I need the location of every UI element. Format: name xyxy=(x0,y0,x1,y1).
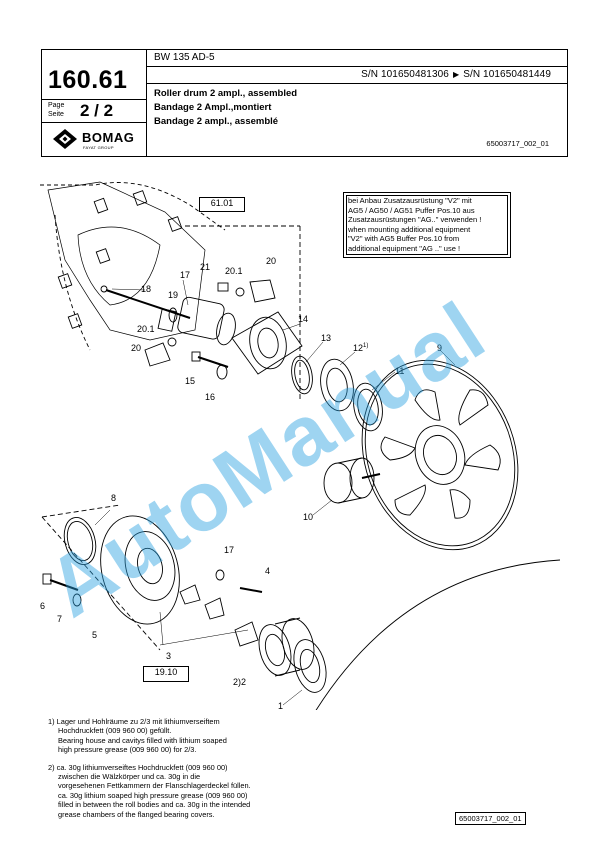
ref-bottom-label: 19.10 xyxy=(154,667,178,677)
footnotes: 1) Lager und Hohlräume zu 2/3 mit lithiu… xyxy=(48,717,378,821)
arrow-right-icon: ▶ xyxy=(452,70,460,79)
page-of: 2 / 2 xyxy=(80,101,114,120)
note-2-de-cont2: vorgesehenen Fettkammern der Flanschlage… xyxy=(58,781,251,791)
callout-8: 8 xyxy=(111,493,117,503)
title-fr: Bandage 2 ampl., assemblé xyxy=(154,116,279,127)
callout-16: 16 xyxy=(205,392,216,402)
callout-12-footnote: 1) xyxy=(363,343,369,349)
callout-12-number: 12 xyxy=(353,343,364,353)
callout-3: 3 xyxy=(166,651,172,661)
note-line: when mounting additional equipment xyxy=(348,224,471,234)
note-1-de-cont: Hochdruckfett (009 960 00) gefüllt. xyxy=(58,726,172,736)
callout-12: 121) xyxy=(353,343,368,353)
callout-20-1-top: 20.1 xyxy=(225,266,243,276)
header-rule xyxy=(42,122,146,123)
callout-17-lower: 17 xyxy=(224,545,235,555)
callout-6: 6 xyxy=(40,601,46,611)
callout-2: 2)2 xyxy=(233,677,247,687)
callout-20-1-left: 20.1 xyxy=(137,324,155,334)
callout-13: 13 xyxy=(321,333,332,343)
bomag-logo: BOMAG FAYAT GROUP xyxy=(52,128,142,152)
callout-20-top: 20 xyxy=(266,256,277,266)
ref-box-top: 61.01 xyxy=(199,197,245,212)
callout-17: 17 xyxy=(180,270,191,280)
note-2-en-cont2: grease chambers of the flanged bearing c… xyxy=(58,809,215,819)
note-line: AG5 / AG50 / AG51 Puffer Pos.10 aus xyxy=(348,205,475,215)
logo-subtext: FAYAT GROUP xyxy=(83,145,114,150)
note-2-de: 2) ca. 30g lithiumverseiftes Hochdruckfe… xyxy=(48,762,228,772)
logo-text: BOMAG xyxy=(82,130,135,145)
callout-21: 21 xyxy=(200,262,211,272)
callout-1: 1 xyxy=(278,701,284,711)
callout-5: 5 xyxy=(92,630,98,640)
callout-7: 7 xyxy=(57,614,63,624)
note-line: Zusatzausrüstungen "AG.." verwenden ! xyxy=(348,215,482,225)
callout-18: 18 xyxy=(141,284,152,294)
callout-14: 14 xyxy=(298,314,309,324)
note-1: 1) Lager und Hohlräume zu 2/3 mit lithiu… xyxy=(48,717,378,755)
note-2-en: ca. 30g lithium soaped high pressure gre… xyxy=(58,790,248,800)
note-2-de-cont: zwischen die Wälzkörper und ca. 30g in d… xyxy=(58,772,201,782)
note-line: bei Anbau Zusatzausrüstung "V2" mit xyxy=(348,196,472,205)
page-label-en: Page xyxy=(48,102,65,109)
note-2: 2) ca. 30g lithiumverseiftes Hochdruckfe… xyxy=(48,763,378,819)
callout-4: 4 xyxy=(265,566,271,576)
serial-range: S/N 101650481306▶S/N 101650481449 xyxy=(361,69,551,80)
bomag-logo-icon xyxy=(53,129,77,149)
header-divider xyxy=(146,50,147,156)
ref-top-label: 61.01 xyxy=(210,198,234,208)
footer-doc-reference: 65003717_002_01 xyxy=(455,812,526,825)
title-en: Roller drum 2 ampl., assembled xyxy=(154,88,298,99)
callout-11: 11 xyxy=(395,366,405,376)
note-box-inner-border xyxy=(346,195,508,255)
callout-10: 10 xyxy=(303,512,314,522)
title-block: Roller drum 2 ampl., assembled Bandage 2… xyxy=(154,87,297,129)
callout-9: 9 xyxy=(437,343,443,353)
exploded-view-drawing xyxy=(40,181,561,710)
note-line: additional equipment "AG .." use ! xyxy=(348,243,461,253)
callout-19: 19 xyxy=(168,290,179,300)
equipment-note-box: bei Anbau Zusatzausrüstung "V2" mit AG5 … xyxy=(343,192,511,258)
note-1-en-cont: high pressure grease (009 960 00) for 2/… xyxy=(58,745,197,755)
serial-to: S/N 101650481449 xyxy=(463,69,551,80)
callout-15: 15 xyxy=(185,376,196,386)
header-rule xyxy=(146,66,567,67)
note-line: "V2" with AG5 Buffer Pos.10 from xyxy=(348,234,460,244)
ref-box-bottom: 19.10 xyxy=(143,666,189,682)
header-block: BW 135 AD-5 S/N 101650481306▶S/N 1016504… xyxy=(41,49,568,157)
page-label-de: Seite xyxy=(48,111,64,118)
header-rule xyxy=(146,83,567,84)
page-label: Page Seite xyxy=(48,101,64,119)
serial-from: S/N 101650481306 xyxy=(361,69,449,80)
note-2-en-cont: filled in between the roll bodies and ca… xyxy=(58,800,251,810)
page-number: 160.61 xyxy=(48,66,128,94)
note-1-en: Bearing house and cavitys filled with li… xyxy=(58,735,227,745)
note-1-de: 1) Lager und Hohlräume zu 2/3 mit lithiu… xyxy=(48,717,220,726)
model-name: BW 135 AD-5 xyxy=(154,52,215,63)
callout-20-left: 20 xyxy=(131,343,142,353)
title-de: Bandage 2 Ampl.,montiert xyxy=(154,102,272,113)
header-rule xyxy=(42,99,146,100)
doc-reference: 65003717_002_01 xyxy=(486,139,549,148)
